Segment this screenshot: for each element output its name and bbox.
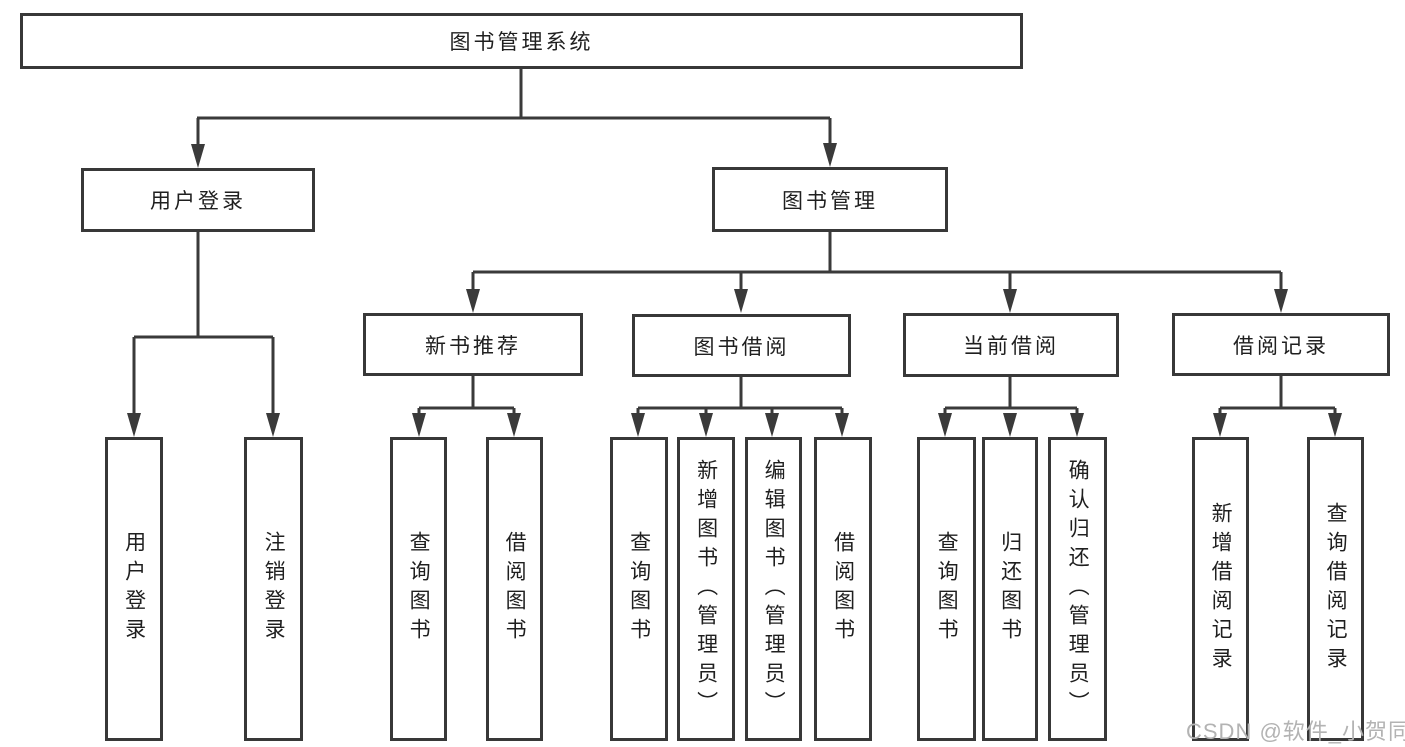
leaf-label: 新增借阅记录: [1209, 502, 1233, 676]
leaf-borrow-books-borrowing: 借阅图书: [814, 437, 872, 741]
leaf-borrow-books-recommendation: 借阅图书: [486, 437, 543, 741]
leaf-label: 确认归还（管理员）: [1066, 458, 1090, 720]
node-label: 新书推荐: [425, 334, 521, 358]
leaf-label: 注销登录: [262, 531, 286, 647]
leaf-label: 借阅图书: [503, 531, 527, 647]
leaf-label: 查询借阅记录: [1324, 502, 1348, 676]
leaf-query-books-recommendation: 查询图书: [390, 437, 447, 741]
leaf-label: 用户登录: [122, 531, 146, 647]
leaf-label: 查询图书: [627, 531, 651, 647]
leaf-confirm-return-admin: 确认归还（管理员）: [1048, 437, 1107, 741]
leaf-label: 编辑图书（管理员）: [762, 458, 786, 720]
node-label: 图书借阅: [693, 335, 790, 359]
leaf-query-borrow-record: 查询借阅记录: [1307, 437, 1364, 741]
leaf-query-books-current: 查询图书: [917, 437, 976, 741]
leaf-return-books: 归还图书: [982, 437, 1038, 741]
node-user-login: 用户登录: [81, 168, 315, 232]
leaf-label: 查询图书: [935, 531, 959, 647]
leaf-edit-book-admin: 编辑图书（管理员）: [745, 437, 802, 741]
csdn-watermark: CSDN @软件_小贺同学: [1186, 719, 1405, 744]
node-book-management: 图书管理: [712, 167, 948, 232]
leaf-add-borrow-record: 新增借阅记录: [1192, 437, 1249, 741]
node-new-book-recommendation: 新书推荐: [363, 313, 583, 376]
node-label: 借阅记录: [1233, 334, 1329, 358]
leaf-label: 借阅图书: [831, 531, 855, 647]
node-library-management-system: 图书管理系统: [20, 13, 1023, 69]
node-label: 当前借阅: [963, 335, 1059, 358]
node-current-borrowing: 当前借阅: [903, 313, 1119, 377]
leaf-add-book-admin: 新增图书（管理员）: [677, 437, 735, 741]
node-label: 图书管理: [782, 189, 878, 213]
leaf-query-books-borrowing: 查询图书: [610, 437, 668, 741]
leaf-logout: 注销登录: [244, 437, 303, 741]
leaf-user-login: 用户登录: [105, 437, 163, 741]
node-label: 图书管理系统: [449, 31, 594, 54]
node-label: 用户登录: [150, 190, 246, 213]
node-book-borrowing: 图书借阅: [632, 314, 851, 377]
leaf-label: 归还图书: [998, 531, 1022, 647]
node-borrowing-records: 借阅记录: [1172, 313, 1390, 376]
leaf-label: 查询图书: [407, 531, 431, 647]
leaf-label: 新增图书（管理员）: [694, 458, 718, 720]
